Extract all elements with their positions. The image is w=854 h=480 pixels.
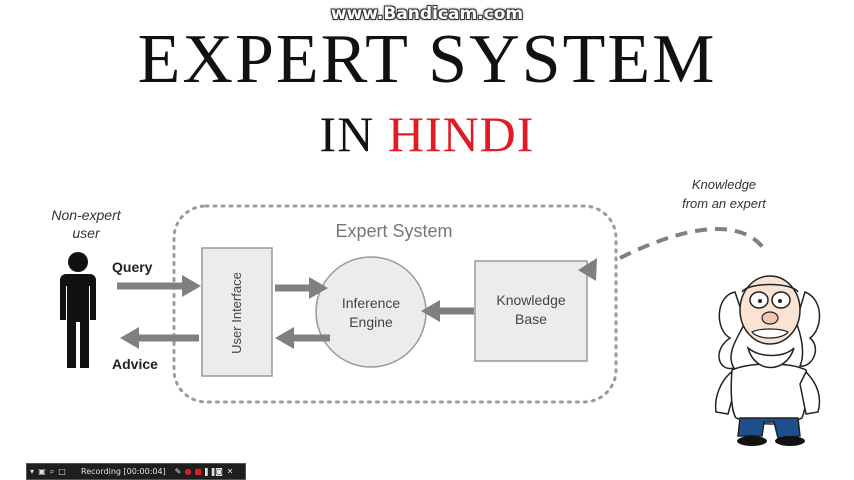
non-expert-user-label: Non-expert user bbox=[40, 206, 132, 242]
kb-label-line2: Base bbox=[515, 311, 547, 327]
pencil-icon[interactable]: ✎ bbox=[174, 467, 182, 476]
fullscreen-icon[interactable]: □ bbox=[58, 467, 66, 476]
record-icon[interactable]: ● bbox=[184, 467, 192, 476]
query-arrow bbox=[117, 275, 201, 297]
advice-arrow bbox=[120, 327, 199, 349]
stop-icon[interactable]: ■ bbox=[194, 467, 202, 476]
title-sub-prefix: IN bbox=[319, 106, 388, 162]
expert-cartoon-icon bbox=[714, 275, 821, 446]
camera-icon[interactable]: ◙ bbox=[215, 467, 223, 476]
pause-icon[interactable]: ❚❚ bbox=[203, 467, 217, 476]
window-icon[interactable]: ▣ bbox=[38, 467, 46, 476]
recording-status: Recording [00:00:04] bbox=[81, 467, 166, 476]
advice-label: Advice bbox=[112, 356, 158, 372]
recording-toolbar: ▾ ▣ ⌕ □ Recording [00:00:04] ✎ ● ■ ❚❚ ◙ … bbox=[26, 463, 246, 480]
knowledge-label-line2: from an expert bbox=[682, 196, 766, 211]
knowledge-label-line1: Knowledge bbox=[691, 177, 757, 192]
knowledge-base-box bbox=[474, 260, 588, 362]
inference-engine-label: Inference Engine bbox=[316, 294, 426, 332]
kb-to-engine-arrow bbox=[421, 300, 474, 322]
search-icon[interactable]: ⌕ bbox=[49, 466, 55, 476]
title-main: EXPERT SYSTEM bbox=[137, 21, 717, 98]
title-sub-highlight: HINDI bbox=[387, 106, 535, 162]
expert-knowledge-dashed-arrow bbox=[619, 227, 767, 260]
inference-label-line1: Inference bbox=[341, 295, 401, 311]
title-sub: IN HINDI bbox=[0, 106, 854, 162]
close-icon[interactable]: ✕ bbox=[226, 467, 234, 476]
query-label: Query bbox=[112, 259, 153, 275]
user-interface-label: User Interface bbox=[229, 272, 244, 354]
expert-arrow-head bbox=[578, 258, 597, 281]
non-expert-label-line1: Non-expert bbox=[51, 207, 121, 223]
inference-label-line2: Engine bbox=[349, 314, 393, 330]
knowledge-from-expert-label: Knowledge from an expert bbox=[660, 175, 788, 213]
dropdown-icon[interactable]: ▾ bbox=[29, 467, 34, 476]
bandicam-watermark: www.Bandicam.com bbox=[330, 4, 524, 24]
ui-to-engine-arrow bbox=[275, 277, 328, 299]
system-boundary bbox=[172, 204, 618, 404]
non-expert-label-line2: user bbox=[72, 225, 100, 241]
engine-to-ui-arrow bbox=[275, 327, 330, 349]
kb-label-line1: Knowledge bbox=[496, 292, 566, 308]
user-interface-box bbox=[201, 247, 273, 377]
user-silhouette-icon bbox=[60, 252, 96, 368]
knowledge-base-label: Knowledge Base bbox=[475, 291, 587, 329]
expert-system-label: Expert System bbox=[335, 221, 453, 241]
